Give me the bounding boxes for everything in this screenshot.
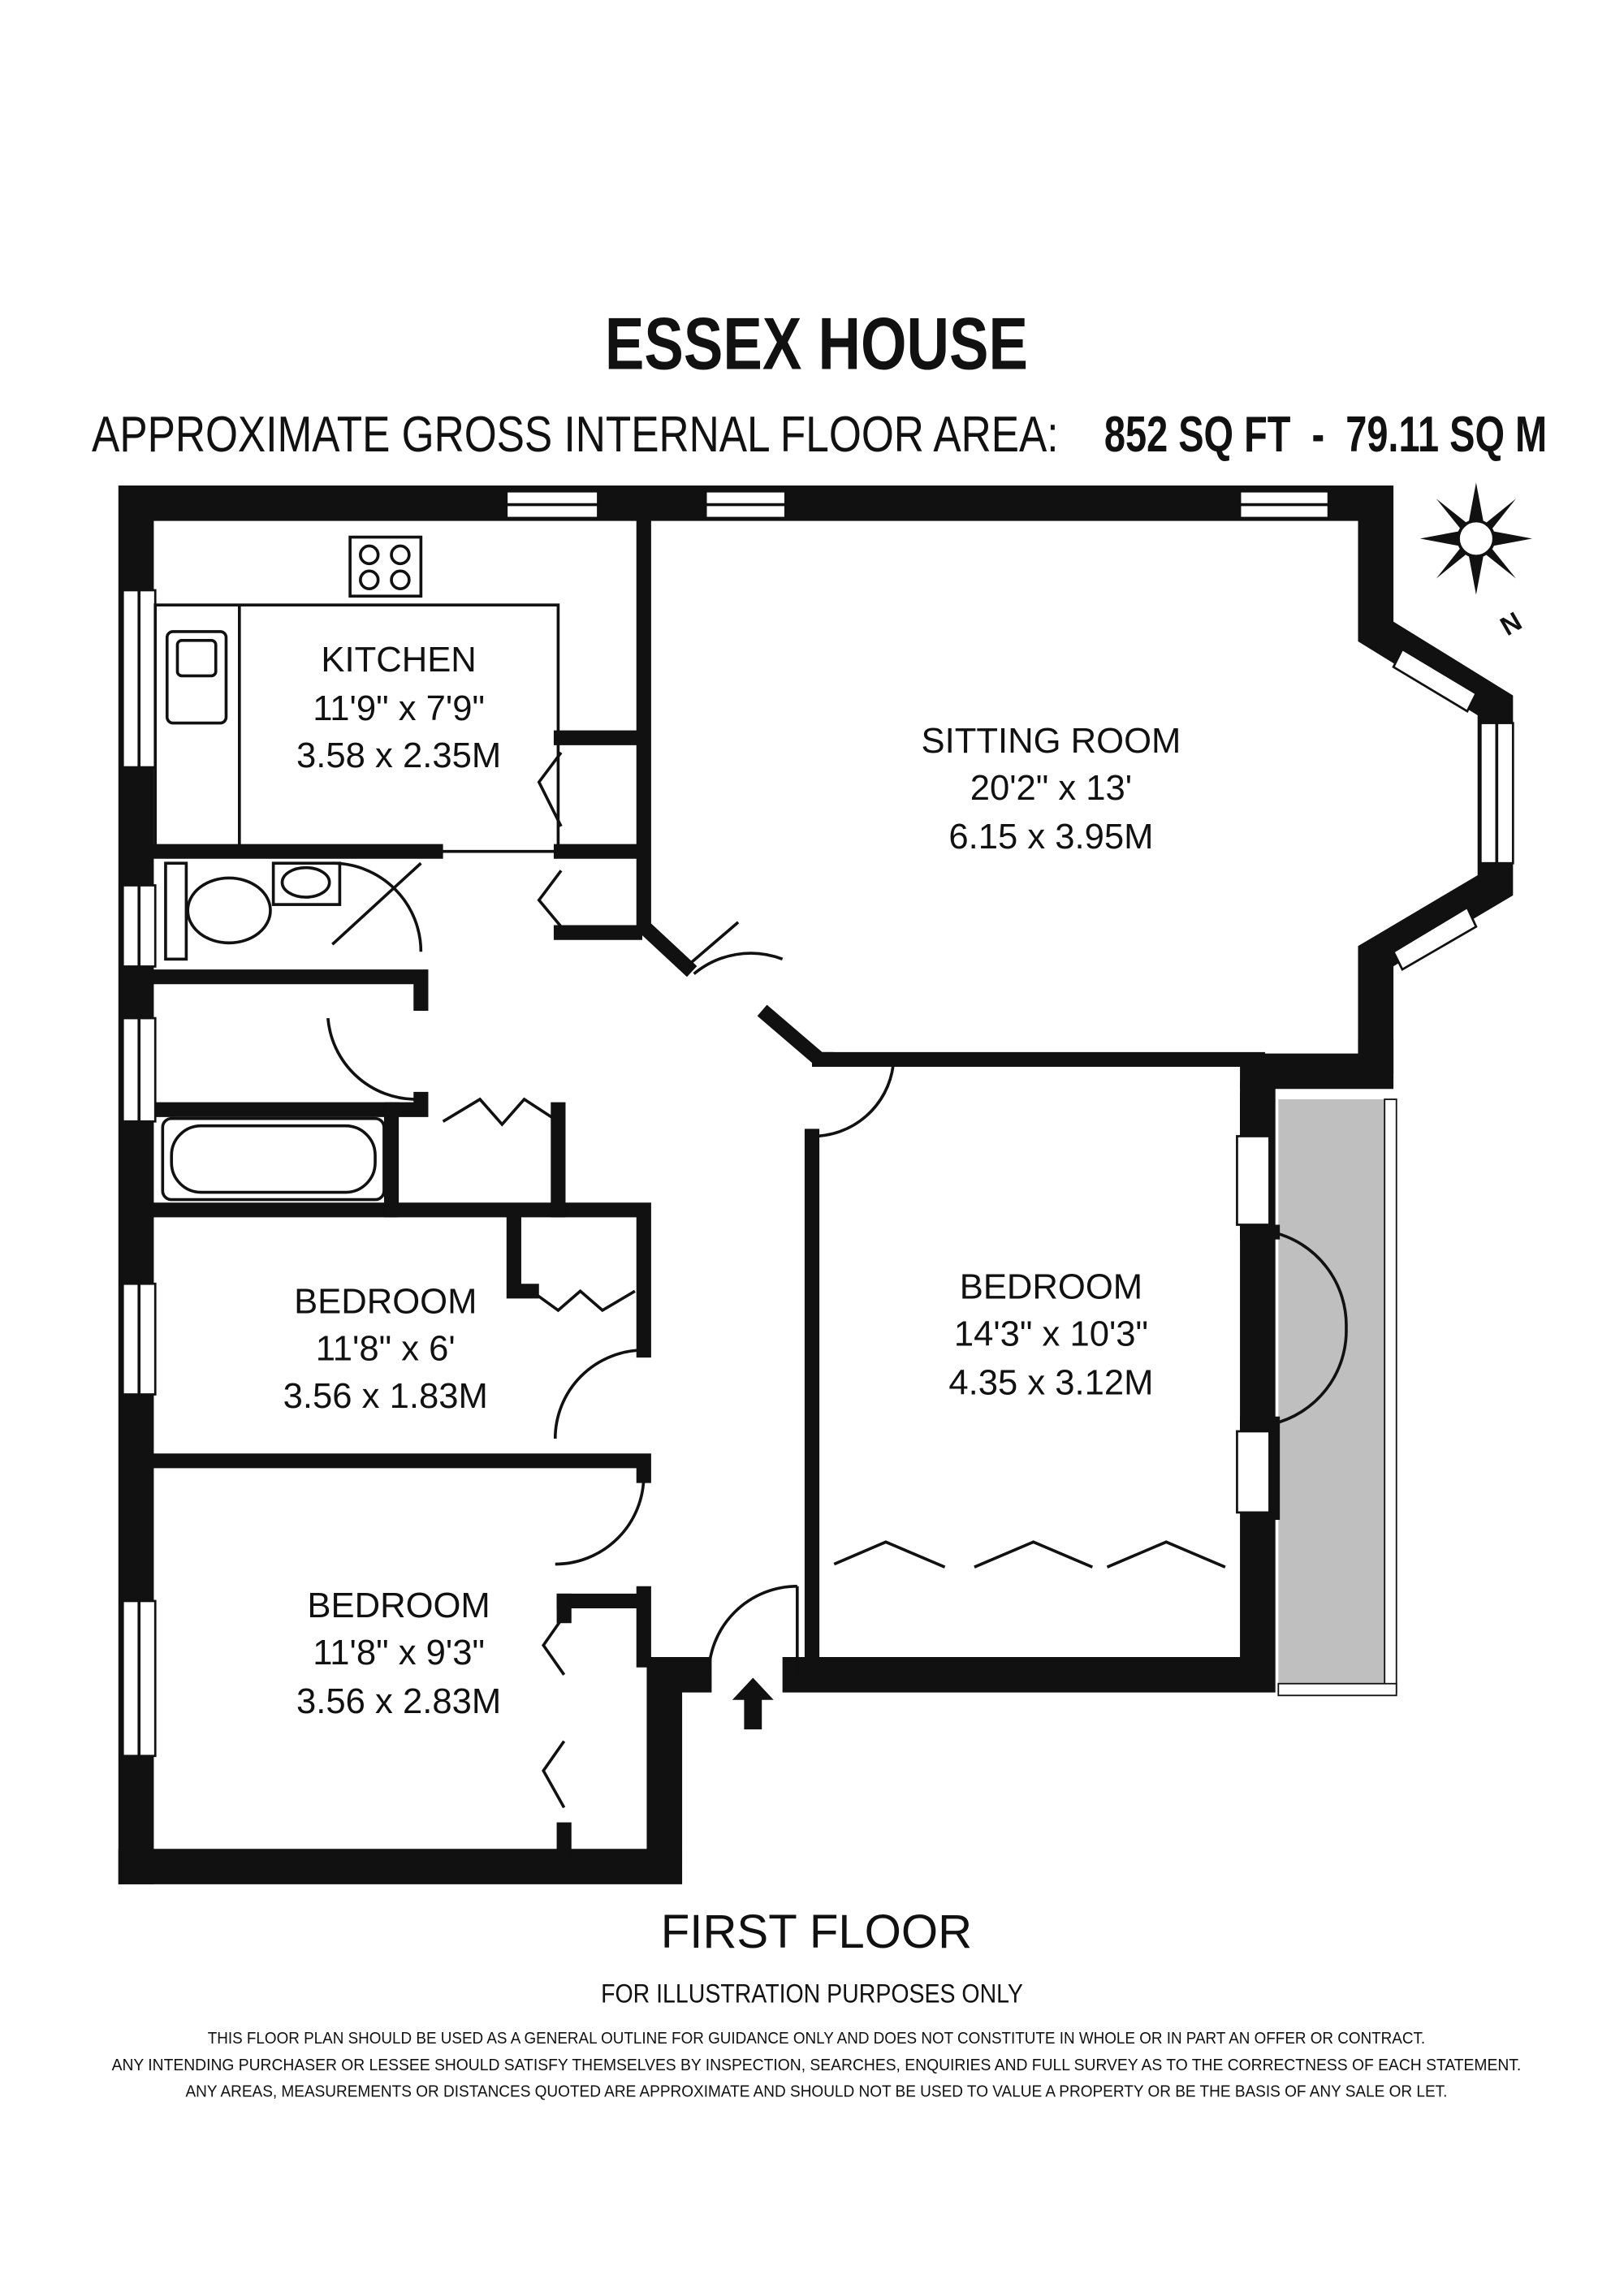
basin: [271, 861, 342, 906]
toilet-cistern: [164, 861, 188, 961]
room-imperial: 11'8" x 6': [316, 1330, 456, 1369]
room-imperial: 20'2" x 13': [970, 769, 1132, 808]
room-metric: 4.35 x 3.12M: [948, 1364, 1153, 1403]
room-sitting-room: SITTING ROOM 20'2" x 13' 6.15 x 3.95M: [922, 722, 1181, 857]
room-imperial: 14'3" x 10'3": [954, 1315, 1148, 1354]
disclaimer-line-2: ANY INTENDING PURCHASER OR LESSEE SHOULD…: [112, 2056, 1522, 2074]
compass-icon: [1419, 482, 1532, 595]
room-metric: 6.15 x 3.95M: [948, 818, 1153, 857]
room-bedroom-small: BEDROOM 11'8" x 6' 3.56 x 1.83M: [283, 1283, 488, 1416]
room-bedroom-third: BEDROOM 11'8" x 9'3" 3.56 x 2.83M: [296, 1586, 501, 1721]
disclaimer-line-1: THIS FLOOR PLAN SHOULD BE USED AS A GENE…: [208, 2030, 1425, 2048]
windows: [121, 490, 1514, 1758]
room-metric: 3.58 x 2.35M: [296, 736, 501, 775]
balcony-edge-bottom: [1277, 1682, 1397, 1697]
bath: [161, 1116, 386, 1202]
room-metric: 3.56 x 1.83M: [283, 1377, 488, 1416]
bathroom-fixtures: [161, 861, 386, 1202]
floor-label: FIRST FLOOR: [661, 1905, 972, 1958]
room-kitchen: KITCHEN 11'9" x 7'9" 3.58 x 2.35M: [296, 641, 501, 775]
area-label: APPROXIMATE GROSS INTERNAL FLOOR AREA:: [92, 407, 1058, 463]
room-name: KITCHEN: [321, 641, 476, 680]
room-imperial: 11'8" x 9'3": [313, 1634, 485, 1672]
room-name: BEDROOM: [294, 1283, 477, 1322]
room-name: BEDROOM: [960, 1267, 1142, 1306]
illustration-note: FOR ILLUSTRATION PURPOSES ONLY: [601, 1978, 1023, 2008]
area-value: 852 SQ FT - 79.11 SQ M: [1104, 407, 1547, 463]
entrance-arrow-icon: [732, 1677, 774, 1730]
sink: [165, 630, 228, 725]
compass-north-label: N: [1495, 606, 1527, 641]
room-bedroom-main: BEDROOM 14'3" x 10'3" 4.35 x 3.12M: [948, 1267, 1153, 1402]
room-name: SITTING ROOM: [922, 722, 1181, 761]
balcony-edge: [1384, 1098, 1397, 1694]
disclaimer-line-3: ANY AREAS, MEASUREMENTS OR DISTANCES QUO…: [185, 2083, 1447, 2101]
balcony: [1278, 1099, 1391, 1687]
doors: [326, 751, 1348, 1809]
hob: [348, 535, 423, 598]
room-imperial: 11'9" x 7'9": [313, 689, 485, 728]
property-title: ESSEX HOUSE: [605, 304, 1028, 385]
worktop: [153, 603, 560, 853]
room-metric: 3.56 x 2.83M: [296, 1682, 501, 1721]
kitchen-fixtures: [153, 535, 560, 853]
room-name: BEDROOM: [307, 1586, 490, 1625]
toilet-bowl: [186, 876, 272, 945]
